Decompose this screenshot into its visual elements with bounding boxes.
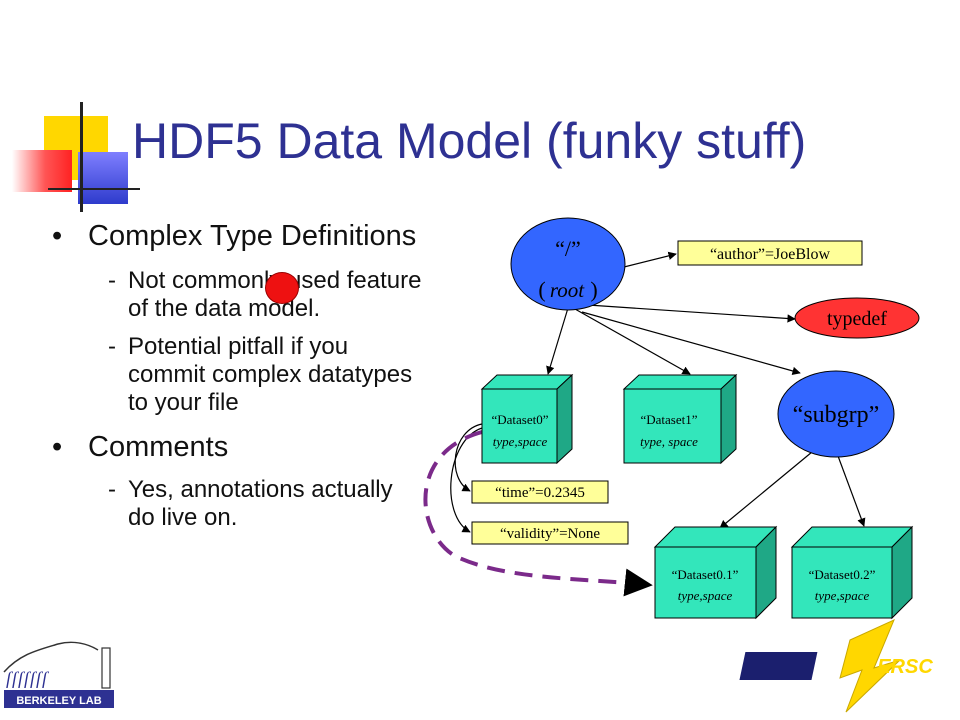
nersc-text: ERSC <box>877 656 933 678</box>
bullet-glyph: • <box>52 431 63 463</box>
time-attribute: “time”=0.2345 <box>471 480 609 504</box>
berkeley-lab-tower <box>101 647 111 689</box>
typedef-node: typedef <box>794 297 920 339</box>
dataset1-top <box>622 374 738 390</box>
dataset02-name: “Dataset0.2” <box>809 567 876 582</box>
edge-subgrp-dataset02 <box>837 455 866 527</box>
subbullet-text: Yes, annotations actually do live on. <box>128 476 393 531</box>
typedef-reference-dashed <box>423 430 653 597</box>
dash-glyph: - <box>108 267 116 294</box>
dataset0-node: “Dataset0” type,space <box>480 373 574 465</box>
dataset1-node: “Dataset1” type, space <box>622 373 738 465</box>
subgrp-ellipse <box>777 370 895 458</box>
berkeley-lab-banner <box>4 690 114 708</box>
bullet-text: Comments <box>88 431 229 463</box>
slide-title: HDF5 Data Model (funky stuff) <box>132 113 807 169</box>
dataset0-top <box>480 374 574 390</box>
dataset01-front <box>654 546 757 619</box>
subgrp-label: “subgrp” <box>793 402 880 428</box>
root-group-node: “/” ( root ) <box>510 217 626 311</box>
edge-root-author <box>623 251 677 268</box>
dataset0-name: “Dataset0” <box>491 412 548 427</box>
author-attribute-label: “author”=JoeBlow <box>710 246 831 263</box>
berkeley-lab-hills <box>3 641 99 673</box>
dash-glyph: - <box>108 333 116 360</box>
validity-attribute-box <box>471 521 629 545</box>
root-label-paren-open: ( <box>538 277 545 302</box>
dash-glyph: - <box>108 476 116 503</box>
berkeley-lab-logo: ſſſſſſſ BERKELEY LAB <box>3 641 114 708</box>
title-decoration <box>0 0 140 220</box>
dataset01-node: “Dataset0.1” type,space <box>653 525 778 620</box>
nersc-logo: ERSC <box>739 619 933 713</box>
dataset01-meta: type,space <box>678 588 733 603</box>
deco-horizontal-line <box>48 188 140 190</box>
bullet-comments: • Comments <box>52 431 422 464</box>
edge-root-dataset0 <box>546 307 569 375</box>
berkeley-lab-text: BERKELEY LAB <box>16 695 101 707</box>
dataset1-meta: type, space <box>640 434 698 449</box>
bullet-text: Complex Type Definitions <box>88 220 417 252</box>
berkeley-lab-marks: ſſſſſſſ <box>6 668 50 688</box>
red-marker-circle <box>265 272 299 304</box>
bullet-glyph: • <box>52 220 63 252</box>
bullet-list: • Complex Type Definitions - Not commonl… <box>52 220 422 532</box>
subbullet-annotations: - Yes, annotations actually do live on. <box>52 476 422 532</box>
dataset02-node: “Dataset0.2” type,space <box>790 525 914 620</box>
dataset0-side <box>556 373 573 465</box>
deco-blue-square <box>78 152 128 204</box>
nersc-bolt <box>839 619 901 713</box>
dataset02-top <box>790 526 914 548</box>
dataset02-meta: type,space <box>815 588 870 603</box>
dataset1-side <box>720 373 737 465</box>
edge-subgrp-dataset01 <box>719 451 813 529</box>
root-ellipse <box>510 217 626 311</box>
dataset0-meta: type,space <box>493 434 548 449</box>
edge-root-dataset1 <box>574 308 691 375</box>
dataset01-name: “Dataset0.1” <box>672 567 739 582</box>
subbullet-text: Potential pitfall if you commit complex … <box>128 333 413 416</box>
dataset1-name: “Dataset1” <box>640 412 697 427</box>
edge-dataset0-time <box>454 423 483 492</box>
author-attribute: “author”=JoeBlow <box>677 240 863 266</box>
dataset0-front <box>481 388 558 464</box>
validity-attribute: “validity”=None <box>471 521 629 545</box>
dataset02-front <box>791 546 893 619</box>
deco-vertical-line <box>80 102 83 212</box>
bullet-complex-types: • Complex Type Definitions <box>52 220 422 253</box>
root-label-line2: root <box>550 278 585 302</box>
time-attribute-label: “time”=0.2345 <box>495 485 585 501</box>
root-label-paren-close: ) <box>590 277 597 302</box>
validity-attribute-label: “validity”=None <box>500 526 600 542</box>
typedef-label: typedef <box>827 308 887 330</box>
subbullet-pitfall: - Potential pitfall if you commit comple… <box>52 333 422 417</box>
author-attribute-box <box>677 240 863 266</box>
dataset01-top <box>653 526 778 548</box>
edge-root-subgrp <box>581 311 801 376</box>
subgrp-node: “subgrp” <box>777 370 895 458</box>
root-label-line1: “/” <box>555 236 581 261</box>
typedef-ellipse <box>794 297 920 339</box>
edge-root-typedef <box>587 304 796 323</box>
dataset1-front <box>623 388 722 464</box>
time-attribute-box <box>471 480 609 504</box>
deco-red-square <box>12 150 72 192</box>
nersc-plate <box>739 652 818 680</box>
